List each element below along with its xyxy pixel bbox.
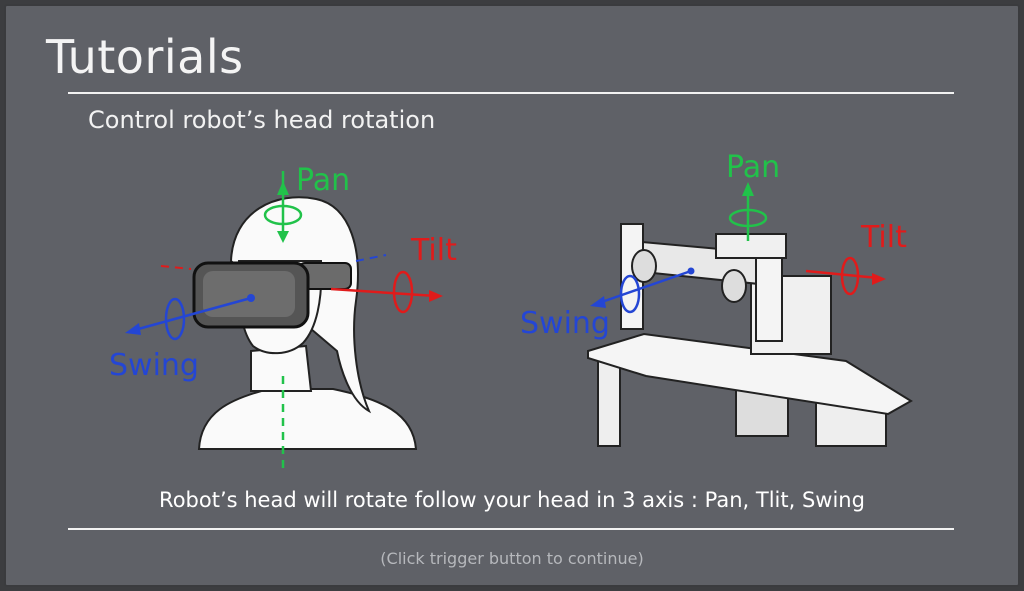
robot-head-illustration: Pan Tilt Swing [516,146,916,456]
right-tilt-label: Tilt [861,220,907,255]
left-tilt-label: Tilt [411,233,457,268]
vr-headset-user-illustration: Pan Tilt Swing [101,151,457,471]
vr-headset-user-icon [125,171,443,471]
bottom-divider [68,528,954,530]
tutorial-panel[interactable]: Tutorials Control robot’s head rotation [4,4,1020,587]
instruction-caption: Robot’s head will rotate follow your hea… [159,488,865,512]
section-subtitle: Control robot’s head rotation [88,106,436,134]
right-pan-label: Pan [726,150,781,185]
page-title: Tutorials [46,30,244,84]
continue-hint: (Click trigger button to continue) [380,549,644,568]
left-pan-label: Pan [296,163,351,198]
left-swing-label: Swing [109,348,199,383]
right-swing-label: Swing [520,306,610,341]
top-divider [68,92,954,94]
robot-pan-tilt-head-icon [587,182,913,447]
